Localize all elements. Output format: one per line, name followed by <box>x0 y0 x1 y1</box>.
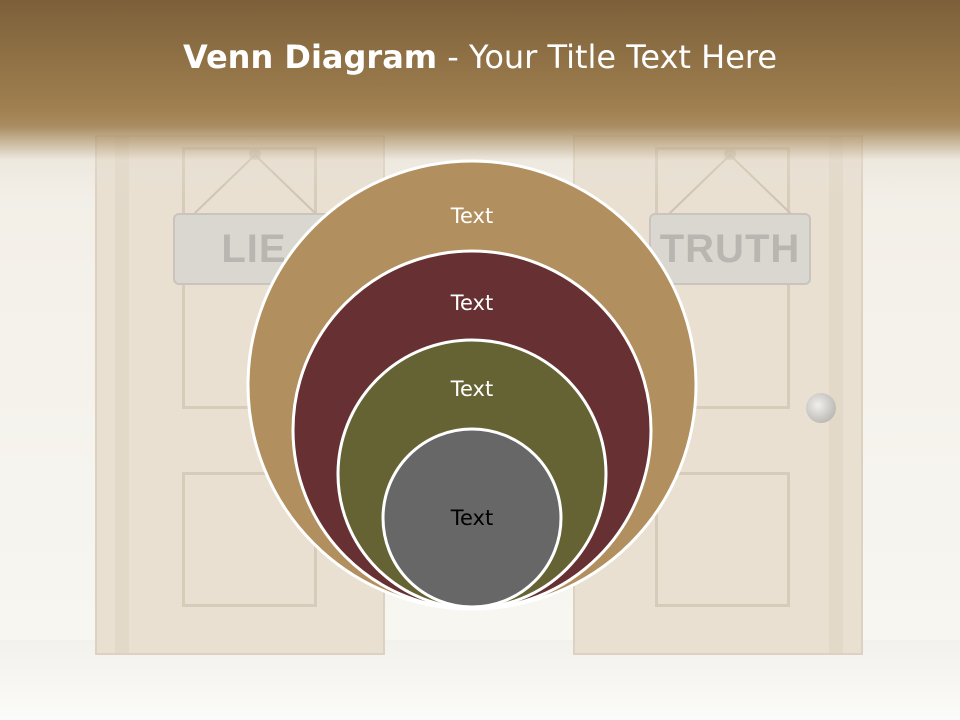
door-jamb <box>829 137 843 653</box>
door-knob-icon <box>806 393 836 423</box>
sign-truth: TRUTH <box>649 213 811 285</box>
venn-circle-4-label: Text <box>450 506 493 530</box>
venn-circle-4 <box>381 427 563 609</box>
sign-truth-label: TRUTH <box>659 226 801 271</box>
venn-circle-1-label: Text <box>450 204 493 228</box>
venn-circle-3-label: Text <box>450 377 493 401</box>
sign-lie-label: LIE <box>221 226 287 271</box>
page-title: Venn Diagram - Your Title Text Here <box>0 38 960 76</box>
door-panel <box>655 472 790 607</box>
title-bold: Venn Diagram <box>182 38 438 76</box>
venn-circle-2-label: Text <box>450 291 493 315</box>
title-rest: - Your Title Text Here <box>437 38 778 76</box>
door-jamb <box>115 137 129 653</box>
